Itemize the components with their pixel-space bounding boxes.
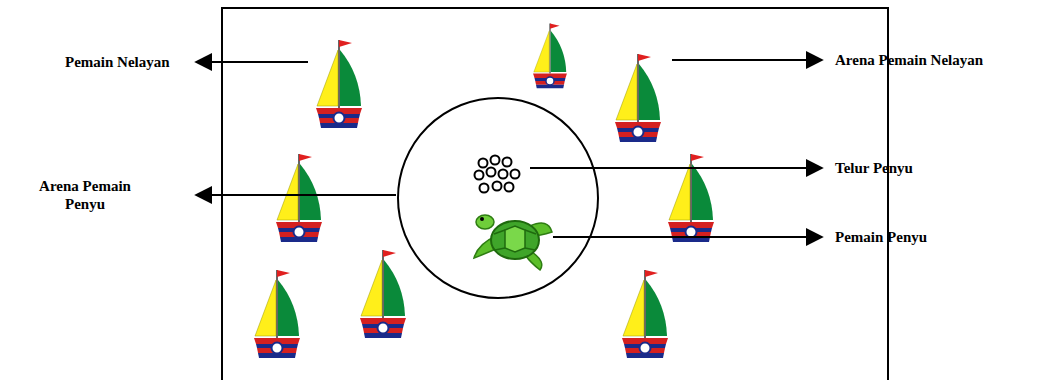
- turtle-arena: [398, 98, 598, 298]
- turtle-arena-label: Arena Pemain Penyu: [36, 177, 134, 213]
- leader-arrows: [196, 60, 822, 237]
- turtle-player-label: Pemain Penyu: [835, 228, 927, 246]
- fisher-arena-label: Arena Pemain Nelayan: [835, 51, 983, 69]
- turtle-egg-label: Telur Penyu: [835, 159, 913, 177]
- boats: [254, 23, 714, 358]
- fisher-player-label: Pemain Nelayan: [65, 53, 170, 71]
- turtle-eggs: [475, 156, 520, 193]
- turtle-figure: [474, 215, 552, 270]
